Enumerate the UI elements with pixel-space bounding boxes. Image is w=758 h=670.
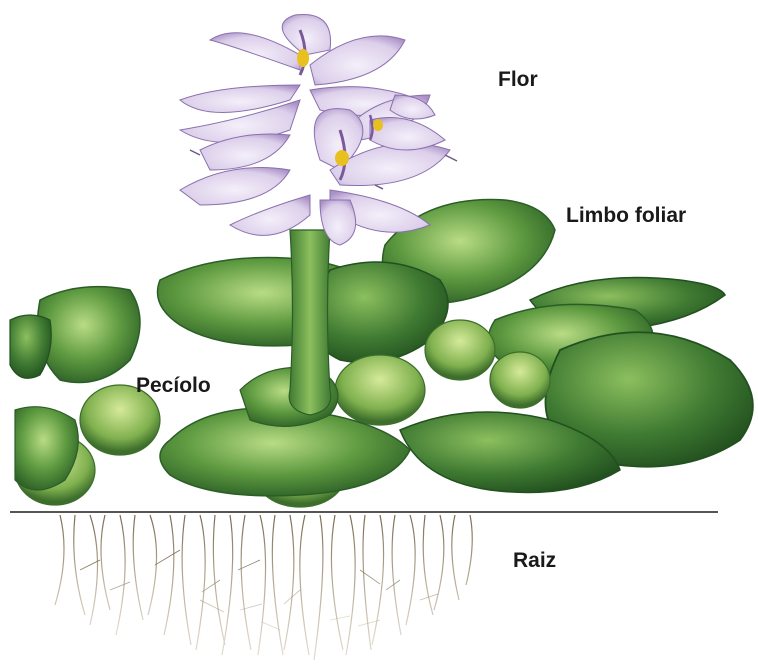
- flower-cluster: [180, 14, 457, 245]
- roots: [55, 515, 472, 660]
- label-leaf-blade: Limbo foliar: [566, 204, 686, 228]
- label-petiole: Pecíolo: [136, 374, 211, 398]
- label-flower: Flor: [498, 68, 538, 92]
- flower-stem: [289, 230, 331, 415]
- label-root: Raiz: [513, 549, 556, 573]
- flower-center: [297, 49, 309, 67]
